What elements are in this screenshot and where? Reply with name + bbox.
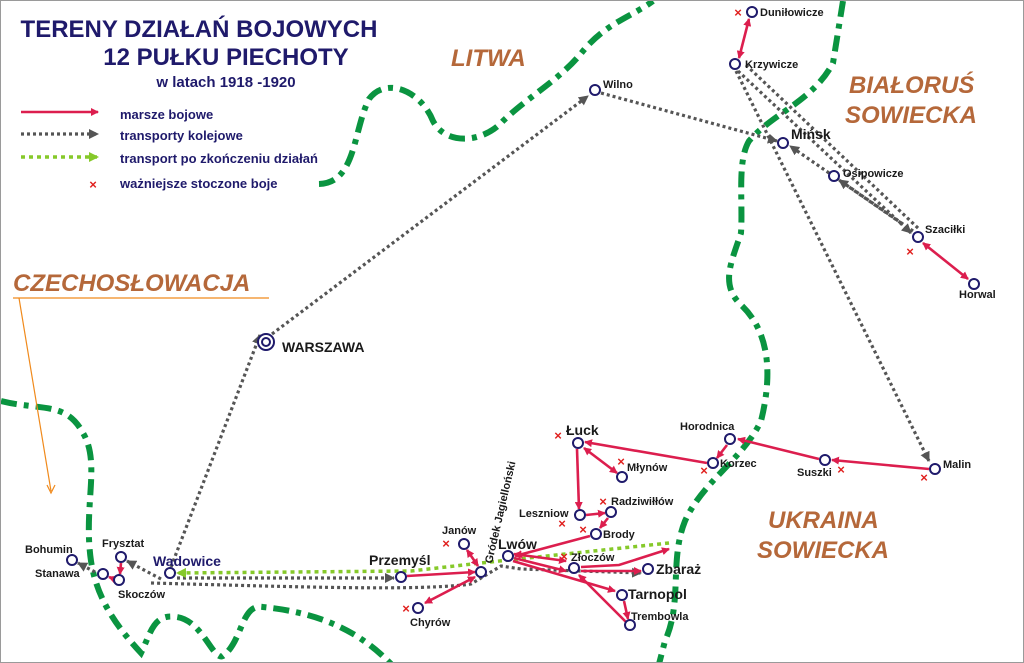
title-line1: TERENY DZIAŁAŃ BOJOWYCH xyxy=(21,15,378,43)
city-label-luck: Łuck xyxy=(566,422,599,438)
battle-icon: × xyxy=(734,5,742,20)
city-label-lwow: Lwów xyxy=(498,536,537,552)
border-east xyxy=(656,1,846,662)
battle-icon: × xyxy=(906,244,914,259)
city-labels: Duniłowicze Krzywicze Wilno Mińsk Osipow… xyxy=(25,7,996,629)
city-label-krzywicze: Krzywicze xyxy=(745,59,798,71)
battle-icon: × xyxy=(402,601,410,616)
city-label-brody: Brody xyxy=(603,529,636,541)
country-ukraina-1: UKRAINA xyxy=(768,507,879,534)
battle-icon: × xyxy=(617,454,625,469)
battle-icon: × xyxy=(560,549,568,564)
country-bialorus-2: SOWIECKA xyxy=(845,102,977,129)
battle-icon: × xyxy=(442,536,450,551)
title-line2: 12 PUŁKU PIECHOTY xyxy=(103,44,348,71)
city-label-frysztat: Frysztat xyxy=(102,538,145,550)
country-czechoslovakia: CZECHOSŁOWACJA xyxy=(13,270,250,297)
city-label-stanawa: Stanawa xyxy=(35,568,81,580)
battle-icon: × xyxy=(837,462,845,477)
city-label-skoczow: Skoczów xyxy=(118,589,166,601)
city-label-dunilowicze: Duniłowicze xyxy=(760,7,824,19)
city-label-mlynow: Młynów xyxy=(627,462,668,474)
battle-icon: × xyxy=(700,463,708,478)
legend-march-label: marsze bojowe xyxy=(120,107,213,122)
battle-icon: × xyxy=(579,522,587,537)
country-ukraina-2: SOWIECKA xyxy=(757,537,889,564)
city-label-trembowla: Trembowla xyxy=(631,611,689,623)
legend: marsze bojowe transporty kolejowe transp… xyxy=(21,107,318,192)
city-label-minsk: Mińsk xyxy=(791,126,831,142)
city-label-zbaraz: Zbaraż xyxy=(656,561,701,577)
battle-icon: × xyxy=(920,470,928,485)
country-bialorus-1: BIAŁORUŚ xyxy=(849,71,974,99)
final-transport-route xyxy=(176,541,670,578)
city-label-bohumin: Bohumin xyxy=(25,544,73,556)
city-label-korzec: Korzec xyxy=(720,458,757,470)
battle-markers: × × × × × × × × × × × × × xyxy=(402,5,928,616)
battle-icon: × xyxy=(558,516,566,531)
legend-battle-label: ważniejsze stoczone boje xyxy=(119,176,278,191)
legend-final-label: transport po zkończeniu działań xyxy=(120,151,318,166)
border-lithuania xyxy=(318,1,655,187)
city-label-radziwillow: Radziwiłłów xyxy=(611,496,674,508)
city-label-janow: Janów xyxy=(442,525,477,537)
city-label-malin: Malin xyxy=(943,459,971,471)
city-label-leszniow: Leszniow xyxy=(519,508,569,520)
city-label-osipowicze: Osipowicze xyxy=(843,168,904,180)
city-label-horwal: Horwal xyxy=(959,289,996,301)
title-line3: w latach 1918 -1920 xyxy=(155,74,295,91)
city-label-wadowice: Wadowice xyxy=(153,553,221,569)
czecho-pointer-arrow xyxy=(46,484,56,495)
legend-rail-label: transporty kolejowe xyxy=(120,128,243,143)
city-label-szacilki: Szaciłki xyxy=(925,224,965,236)
city-label-warszawa: WARSZAWA xyxy=(282,339,364,355)
country-litwa: LITWA xyxy=(451,45,526,72)
city-label-horodnica: Horodnica xyxy=(680,421,735,433)
legend-battle-icon: × xyxy=(89,177,97,192)
battle-icon: × xyxy=(599,494,607,509)
border-south xyxy=(1,398,394,662)
city-label-suszki: Suszki xyxy=(797,467,832,479)
city-label-chyrow: Chyrów xyxy=(410,617,451,629)
city-nodes xyxy=(66,6,980,631)
march-routes xyxy=(108,18,969,624)
czecho-pointer xyxy=(13,297,269,492)
city-label-zloczow: Złoczów xyxy=(571,552,615,564)
city-label-przemysl: Przemyśl xyxy=(369,552,430,568)
city-label-wilno: Wilno xyxy=(603,79,633,91)
battle-icon: × xyxy=(554,428,562,443)
city-label-tarnopol: Tarnopol xyxy=(628,586,687,602)
